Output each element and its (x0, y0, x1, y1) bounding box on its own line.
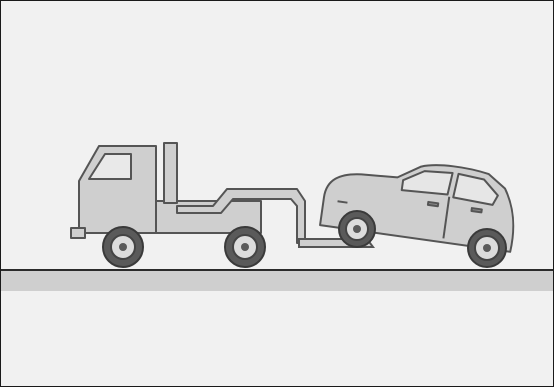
truck-mast (164, 143, 177, 203)
car-headlight (338, 201, 348, 202)
car-rear-door-handle (471, 208, 481, 212)
tow-truck-icon (71, 143, 305, 243)
truck-bumper (71, 228, 85, 238)
truck-front-wheel (225, 227, 265, 267)
car-rear-wheel (468, 229, 506, 267)
truck-rear-wheel (103, 227, 143, 267)
car-front-wheel (339, 211, 375, 247)
car-door-handle (428, 202, 438, 206)
